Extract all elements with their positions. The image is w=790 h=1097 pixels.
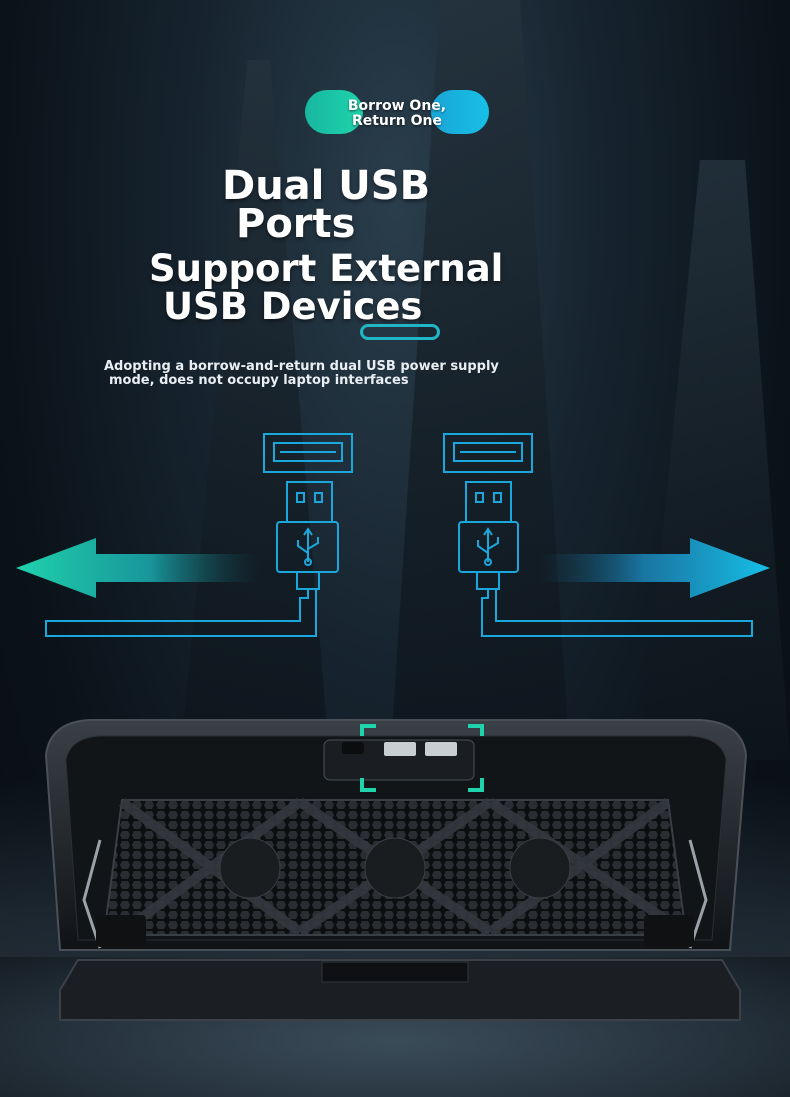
- usb-cable-left: [45, 589, 317, 637]
- port-highlight: [360, 724, 484, 792]
- description-line-1: Adopting a borrow-and-return dual USB po…: [104, 359, 499, 374]
- usb-symbol-icon: [297, 527, 319, 566]
- usb-connector-left: [45, 433, 353, 637]
- heading-line-2: Ports: [236, 201, 356, 247]
- badge-line-1: Borrow One,: [347, 98, 447, 114]
- arrow-left-icon: [16, 538, 260, 598]
- heading-underline: [360, 324, 440, 340]
- usb-connector-right: [443, 433, 753, 637]
- borrow-return-badge: Borrow One, Return One: [305, 90, 489, 134]
- usb-cable-right: [481, 589, 753, 637]
- badge-text: Borrow One, Return One: [305, 99, 489, 129]
- arrow-right-icon: [540, 538, 770, 598]
- description: Adopting a borrow-and-return dual USB po…: [104, 360, 499, 388]
- badge-line-2: Return One: [351, 113, 443, 129]
- badge-left-pill: [305, 90, 363, 134]
- usb-port-icon: [384, 742, 457, 756]
- heading-line-1: Dual USB: [222, 163, 431, 209]
- laptop-stand: [44, 719, 748, 1021]
- heading-line-3: Support External: [149, 247, 504, 290]
- usb-port-icon: [443, 433, 533, 473]
- description-line-2: mode, does not occupy laptop interfaces: [109, 373, 409, 388]
- heading-line-4: USB Devices: [163, 285, 423, 328]
- usb-port-icon: [263, 433, 353, 473]
- badge-right-pill: [431, 90, 489, 134]
- usb-symbol-icon: [477, 527, 499, 566]
- usb-plug-icon: [276, 481, 339, 590]
